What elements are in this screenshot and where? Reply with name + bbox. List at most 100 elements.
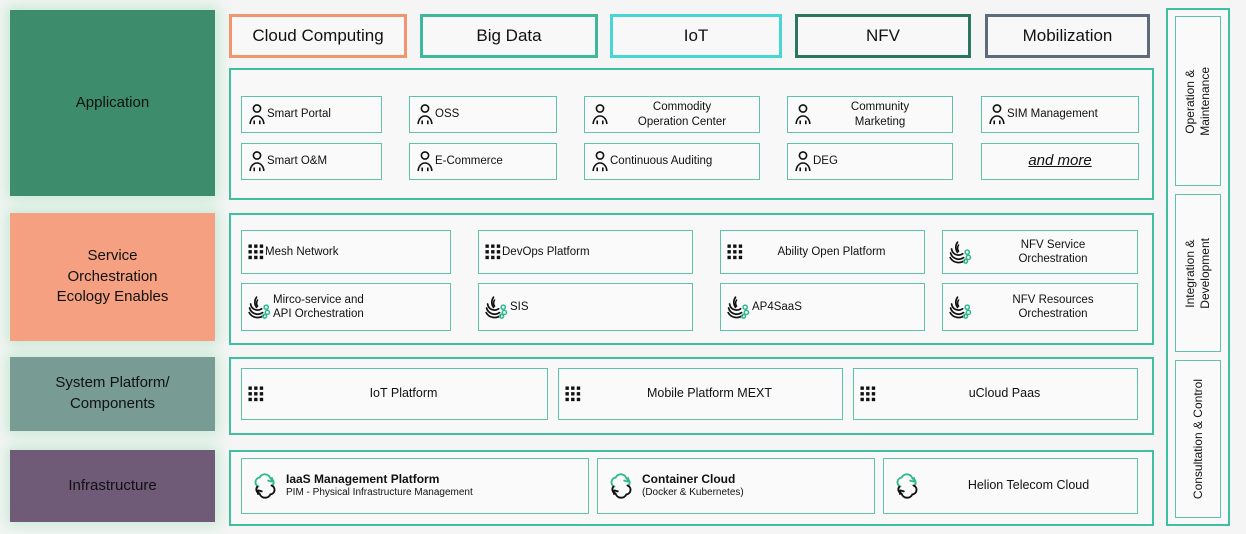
tag-label: Mobilization (1022, 26, 1113, 45)
tag-label: IoT (683, 26, 709, 45)
band-label-service: Service Orchestration Ecology Enables (10, 213, 215, 341)
system-item-label: uCloud Paas (968, 386, 1041, 401)
grid-dots-icon (564, 386, 582, 402)
rail-item-operation-maintenance-label: Operation & Maintenance (1183, 66, 1212, 136)
person-icon (247, 103, 267, 127)
infrastructure-item-title: Container Cloud (642, 472, 736, 487)
application-item-sim-management[interactable]: SIM Management (981, 96, 1139, 133)
person-icon (793, 103, 813, 127)
band-label-application-text: Application (75, 93, 150, 111)
person-icon (415, 103, 435, 127)
cloud-sync-icon (250, 473, 280, 499)
service-item-label: Ability Open Platform (777, 245, 886, 258)
tag-label: NFV (866, 26, 900, 45)
application-item-label: OSS (435, 108, 460, 121)
rail-item-integration-development-label: Integration & Development (1183, 237, 1212, 309)
application-item-label: Smart Portal (267, 108, 331, 121)
application-item-e-commerce[interactable]: E-Commerce (409, 143, 557, 180)
tag-big-data[interactable]: Big Data (420, 14, 598, 58)
band-label-service-text: Service Orchestration Ecology Enables (56, 246, 169, 306)
system-item-ucloud-paas[interactable]: uCloud Paas (853, 368, 1138, 420)
tag-cloud-computing[interactable]: Cloud Computing (229, 14, 407, 58)
tag-mobilization[interactable]: Mobilization (985, 14, 1150, 58)
tag-label: Big Data (476, 26, 542, 45)
application-item-deg[interactable]: DEG (787, 143, 953, 180)
person-icon (987, 103, 1007, 127)
service-item-ability-open-platform[interactable]: Ability Open Platform (720, 230, 925, 274)
system-item-mobile-platform-mext[interactable]: Mobile Platform MEXT (558, 368, 843, 420)
band-label-system: System Platform/ Components (10, 357, 215, 431)
system-item-label: IoT Platform (369, 386, 438, 401)
rail-item-integration-development[interactable]: Integration & Development (1175, 194, 1221, 352)
infrastructure-item-helion-telecom-cloud[interactable]: Helion Telecom Cloud (883, 458, 1138, 514)
grid-dots-icon (247, 244, 265, 260)
person-icon (415, 150, 435, 174)
service-item-label: DevOps Platform (502, 245, 590, 258)
grid-dots-icon (484, 244, 502, 260)
band-label-application: Application (10, 10, 215, 196)
infrastructure-item-container-cloud[interactable]: Container Cloud(Docker & Kubernetes) (597, 458, 875, 514)
person-icon (590, 103, 610, 127)
application-item-and-more[interactable]: and more (981, 143, 1139, 180)
application-item-smart-portal[interactable]: Smart Portal (241, 96, 382, 133)
service-item-ap4saas[interactable]: AP4SaaS (720, 283, 925, 331)
application-item-label: and more (1028, 152, 1092, 170)
rail-item-consultation-control[interactable]: Consultation & Control (1175, 360, 1221, 518)
grid-dots-icon (859, 386, 877, 402)
tag-label: Cloud Computing (252, 26, 384, 45)
service-item-mesh-network[interactable]: Mesh Network (241, 230, 451, 274)
orchestration-icon (484, 295, 510, 319)
person-icon (590, 150, 610, 174)
service-item-label: Mesh Network (265, 245, 339, 258)
service-item-label: AP4SaaS (752, 300, 802, 313)
orchestration-icon (948, 240, 974, 264)
application-item-label: DEG (813, 155, 838, 168)
application-item-oss[interactable]: OSS (409, 96, 557, 133)
system-item-iot-platform[interactable]: IoT Platform (241, 368, 548, 420)
infrastructure-item-subtitle: (Docker & Kubernetes) (642, 487, 744, 499)
infrastructure-item-title: Helion Telecom Cloud (967, 478, 1090, 493)
rail-item-consultation-control-label: Consultation & Control (1190, 378, 1205, 500)
system-item-label: Mobile Platform MEXT (646, 386, 773, 401)
grid-dots-icon (247, 386, 265, 402)
band-label-infrastructure-text: Infrastructure (68, 476, 157, 494)
rail-item-operation-maintenance[interactable]: Operation & Maintenance (1175, 16, 1221, 186)
person-icon (247, 150, 267, 174)
tag-iot[interactable]: IoT (610, 14, 782, 58)
orchestration-icon (948, 295, 974, 319)
application-item-label: SIM Management (1007, 108, 1098, 121)
service-item-label: SIS (510, 300, 529, 313)
service-item-sis[interactable]: SIS (478, 283, 693, 331)
person-icon (793, 150, 813, 174)
application-item-label: E-Commerce (435, 155, 503, 168)
cloud-sync-icon (606, 473, 636, 499)
service-item-devops-platform[interactable]: DevOps Platform (478, 230, 693, 274)
application-item-continuous-auditing[interactable]: Continuous Auditing (584, 143, 760, 180)
infrastructure-item-text: Container Cloud(Docker & Kubernetes) (642, 472, 866, 500)
panel-application (229, 68, 1154, 200)
tag-nfv[interactable]: NFV (795, 14, 971, 58)
application-item-smart-oandm[interactable]: Smart O&M (241, 143, 382, 180)
orchestration-icon (247, 295, 273, 319)
grid-dots-icon (726, 244, 744, 260)
orchestration-icon (726, 295, 752, 319)
application-item-label: Continuous Auditing (610, 155, 713, 168)
band-label-infrastructure: Infrastructure (10, 450, 215, 522)
band-label-system-text: System Platform/ Components (55, 374, 170, 412)
infrastructure-item-text: Helion Telecom Cloud (928, 478, 1129, 494)
infrastructure-item-subtitle: PIM - Physical Infrastructure Management (286, 487, 473, 499)
infrastructure-item-title: IaaS Management Platform (286, 472, 440, 487)
